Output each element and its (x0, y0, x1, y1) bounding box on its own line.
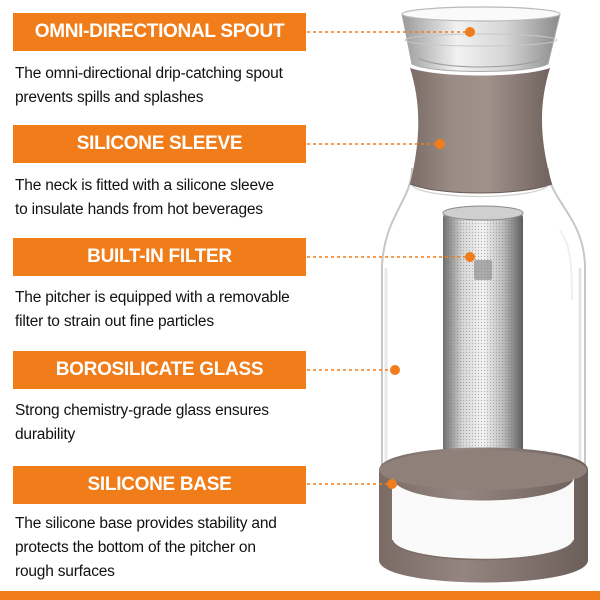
feature-description-sleeve: The neck is fitted with a silicone sleev… (15, 174, 315, 222)
feature-banner-glass: BOROSILICATE GLASS (13, 351, 306, 389)
description-line: The omni-directional drip-catching spout (15, 65, 283, 82)
feature-banner-sleeve: SILICONE SLEEVE (13, 125, 306, 163)
feature-description-glass: Strong chemistry-grade glass ensures dur… (15, 399, 315, 447)
description-line: Strong chemistry-grade glass ensures (15, 402, 269, 419)
callout-connectors (307, 31, 470, 485)
description-line: The neck is fitted with a silicone sleev… (15, 177, 274, 194)
feature-description-spout: The omni-directional drip-catching spout… (15, 62, 315, 110)
spout-funnel (401, 6, 561, 72)
silicone-base (379, 447, 588, 583)
feature-banner-base: SILICONE BASE (13, 466, 306, 504)
feature-banner-spout: OMNI-DIRECTIONAL SPOUT (13, 13, 306, 51)
description-line: filter to strain out fine particles (15, 313, 214, 330)
description-line: The pitcher is equipped with a removable (15, 289, 290, 306)
silicone-sleeve (409, 68, 553, 194)
bottom-accent-bar (0, 591, 600, 600)
mesh-filter (442, 205, 524, 502)
callout-dots (387, 27, 475, 489)
callout-dot-filter (465, 252, 475, 262)
description-line: prevents spills and splashes (15, 89, 204, 106)
callout-dot-glass (390, 365, 400, 375)
description-line: rough surfaces (15, 563, 115, 580)
feature-description-base: The silicone base provides stability and… (15, 512, 315, 584)
callout-dot-spout (465, 27, 475, 37)
description-line: to insulate hands from hot beverages (15, 201, 263, 218)
description-line: protects the bottom of the pitcher on (15, 539, 256, 556)
description-line: durability (15, 426, 76, 443)
description-line: The silicone base provides stability and (15, 515, 277, 532)
callout-dot-base (387, 479, 397, 489)
feature-banner-filter: BUILT-IN FILTER (13, 238, 306, 276)
feature-description-filter: The pitcher is equipped with a removable… (15, 286, 315, 334)
callout-dot-sleeve (435, 139, 445, 149)
